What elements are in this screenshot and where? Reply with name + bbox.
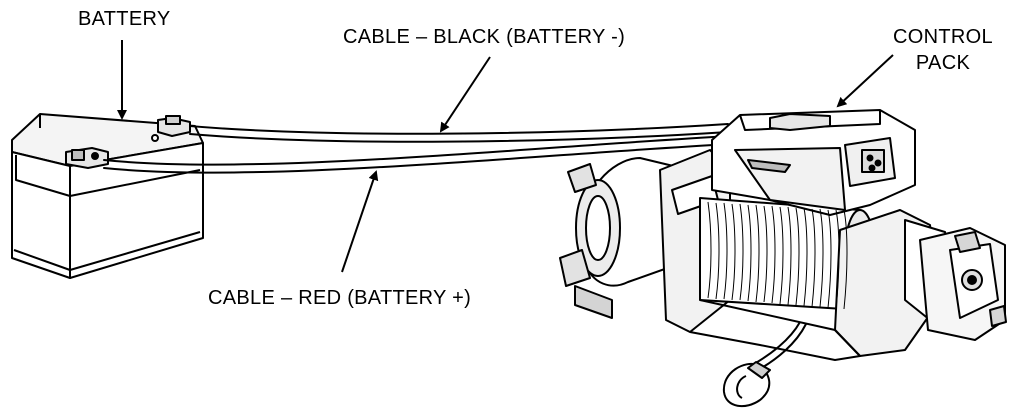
label-cable-red: CABLE – RED (BATTERY +) — [208, 287, 472, 309]
winch-illustration — [559, 109, 1007, 408]
drum-rope-windings — [707, 201, 848, 310]
label-control-pack-line1: CONTROL — [893, 26, 993, 48]
battery-illustration — [11, 113, 204, 279]
cable-red — [103, 135, 733, 174]
arrow-cable-black — [439, 56, 491, 133]
label-control-pack-line2: PACK — [915, 52, 971, 74]
arrow-control-pack — [836, 54, 894, 108]
label-control-pack: CONTROL PACK — [882, 24, 1004, 76]
label-battery: BATTERY — [78, 8, 171, 30]
label-cable-black: CABLE – BLACK (BATTERY -) — [343, 26, 626, 48]
cable-black — [189, 123, 729, 143]
pointer-arrows — [117, 40, 894, 273]
arrow-cable-red — [341, 170, 379, 273]
